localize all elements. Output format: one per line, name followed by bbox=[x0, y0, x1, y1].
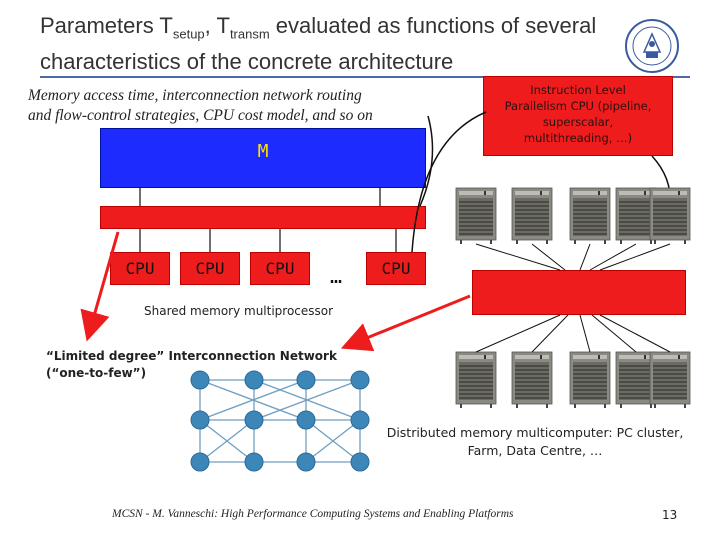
title-subscript-setup: setup bbox=[172, 26, 205, 42]
title-text-1: Parameters T bbox=[40, 13, 173, 38]
pc-tower-icon bbox=[649, 187, 691, 245]
cpu-box-2: CPU bbox=[180, 252, 240, 285]
pc-network-link bbox=[531, 314, 569, 353]
shared-memory-caption: Shared memory multiprocessor bbox=[144, 304, 334, 318]
cpu-box-1: CPU bbox=[110, 252, 170, 285]
memory-note-connector bbox=[419, 115, 434, 207]
memory-characteristics-note: Memory access time, interconnection netw… bbox=[28, 86, 448, 126]
pc-tower-icon bbox=[455, 187, 497, 245]
ilp-line1: Instruction Level bbox=[530, 83, 626, 97]
shared-memory-block: M bbox=[100, 128, 426, 188]
distributed-memory-caption: Distributed memory multicomputer: PC clu… bbox=[370, 424, 700, 460]
red-arrow-left bbox=[80, 231, 120, 342]
memory-note-line2: and flow-control strategies, CPU cost mo… bbox=[28, 107, 373, 124]
pc-tower-icon bbox=[569, 187, 611, 245]
interconnect-label-line1: “Limited degree” Interconnection Network bbox=[46, 349, 337, 363]
interconnect-label: “Limited degree” Interconnection Network… bbox=[46, 348, 376, 382]
distributed-caption-line1: Distributed memory multicomputer: PC clu… bbox=[386, 425, 684, 440]
title-divider bbox=[40, 76, 690, 78]
red-arrow-network bbox=[340, 294, 471, 352]
title-text-line2: characteristics of the concrete architec… bbox=[40, 49, 454, 75]
pc-network-link bbox=[475, 243, 561, 271]
cpu-ellipsis: … bbox=[330, 264, 343, 288]
pc-tower-icon bbox=[649, 351, 691, 409]
university-seal-icon bbox=[625, 19, 679, 73]
ilp-line3: superscalar, bbox=[542, 115, 614, 129]
pc-network-link bbox=[599, 314, 671, 353]
title-text-3: evaluated as functions of several bbox=[269, 13, 597, 38]
pc-tower-icon bbox=[511, 187, 553, 245]
pc-network-link bbox=[531, 243, 566, 271]
title-subscript-transm: transm bbox=[229, 26, 270, 42]
interconnect-network-box bbox=[472, 270, 686, 315]
memory-label: M bbox=[257, 141, 269, 162]
network-graph-edges bbox=[199, 379, 361, 463]
interconnect-label-line2: (“one-to-few”) bbox=[46, 366, 147, 380]
slide-footer: MCSN - M. Vanneschi: High Performance Co… bbox=[112, 508, 514, 520]
pc-network-link bbox=[579, 243, 591, 271]
page-number: 13 bbox=[662, 508, 678, 522]
slide-title: Parameters Tsetup, Ttransm evaluated as … bbox=[40, 12, 640, 76]
pc-network-link bbox=[579, 314, 591, 353]
memory-note-line1: Memory access time, interconnection netw… bbox=[28, 87, 362, 104]
pc-network-link bbox=[475, 314, 561, 353]
shared-bus bbox=[100, 206, 426, 229]
pc-tower-icon bbox=[511, 351, 553, 409]
cpu-box-4: CPU bbox=[366, 252, 426, 285]
title-text-2: , T bbox=[204, 13, 230, 38]
pc-network-link bbox=[599, 243, 671, 271]
pc-tower-icon bbox=[569, 351, 611, 409]
cpu-box-3: CPU bbox=[250, 252, 310, 285]
pc-network-link bbox=[591, 314, 637, 353]
ilp-line2: Parallelism CPU (pipeline, bbox=[504, 99, 652, 113]
pc-network-link bbox=[589, 243, 637, 271]
ilp-callout-box: Instruction Level Parallelism CPU (pipel… bbox=[483, 76, 673, 156]
distributed-caption-line2: Farm, Data Centre, … bbox=[467, 443, 603, 458]
network-graph-nodes bbox=[190, 370, 370, 472]
pc-tower-icon bbox=[455, 351, 497, 409]
ilp-connector-cpu bbox=[411, 111, 487, 253]
ilp-line4: multithreading, …) bbox=[523, 131, 633, 145]
